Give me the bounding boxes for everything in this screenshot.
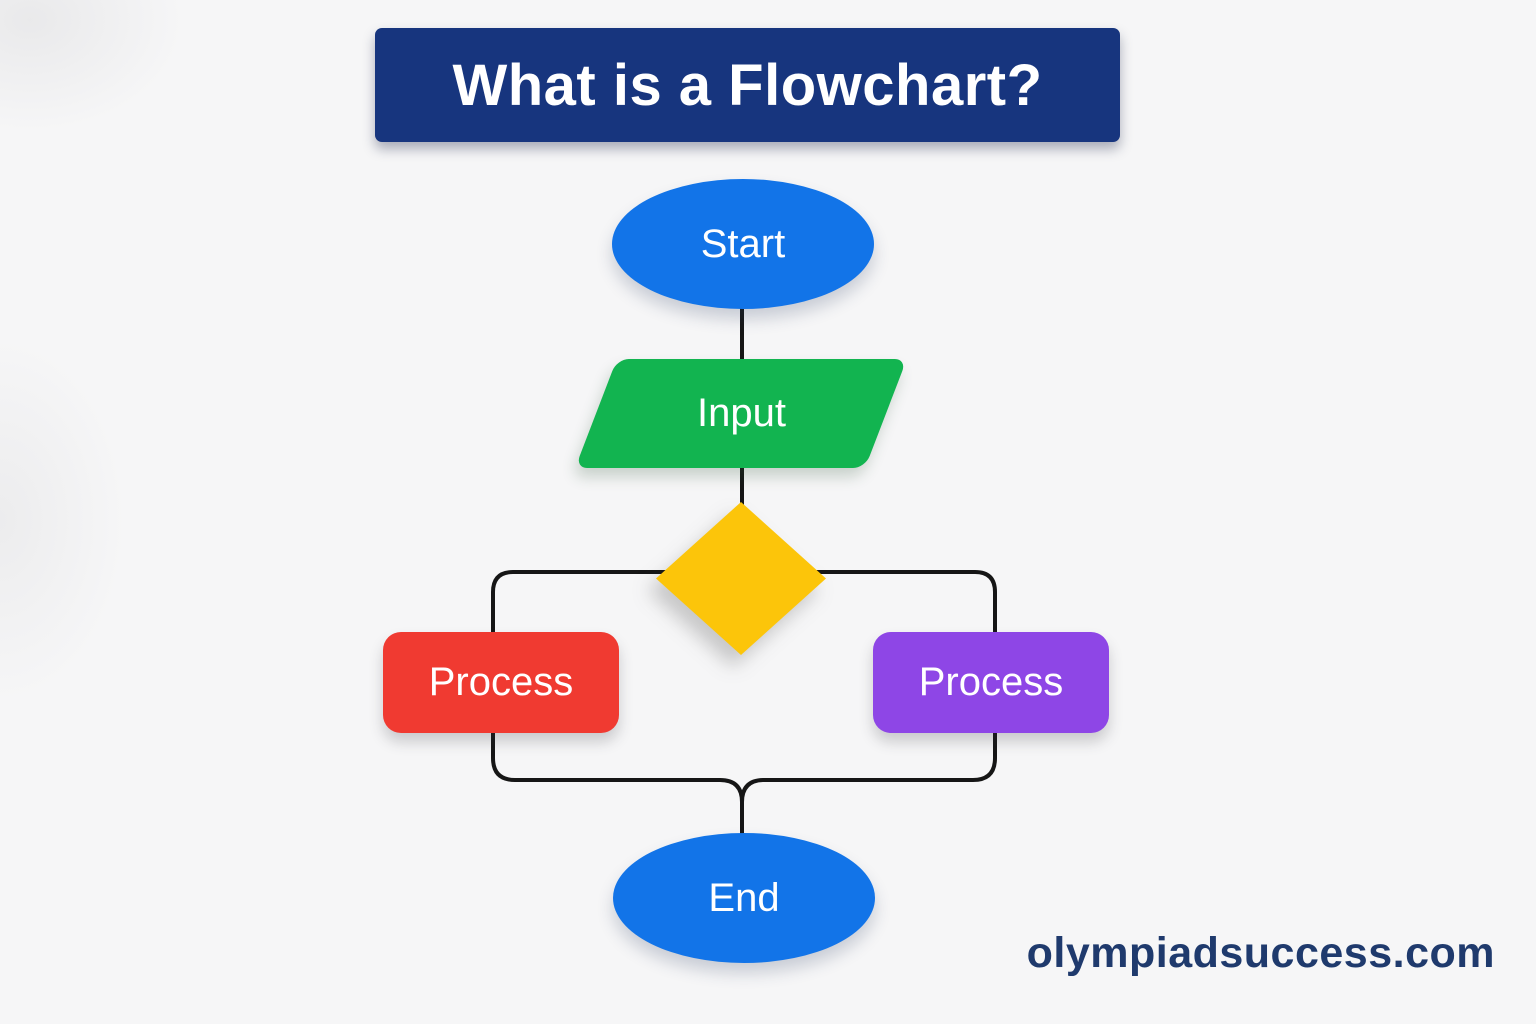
edge-process-left-end <box>491 727 744 845</box>
node-input-label: Input <box>696 391 786 435</box>
node-process-left: Process <box>383 632 619 733</box>
node-end: End <box>613 833 875 963</box>
node-process-right-label: Process <box>918 660 1064 704</box>
node-process-right: Process <box>873 632 1109 733</box>
node-start-label: Start <box>700 221 786 266</box>
node-process-left-label: Process <box>428 660 574 704</box>
node-decision <box>656 502 826 655</box>
node-start: Start <box>612 179 874 309</box>
title-banner: What is a Flowchart? <box>375 28 1120 142</box>
node-end-label: End <box>708 875 780 920</box>
title-text: What is a Flowchart? <box>452 52 1043 118</box>
watermark: olympiadsuccess.com <box>1026 929 1495 977</box>
edge-process-right-end <box>740 727 997 845</box>
node-input: Input <box>575 359 907 468</box>
decision-diamond-shape <box>656 502 826 655</box>
